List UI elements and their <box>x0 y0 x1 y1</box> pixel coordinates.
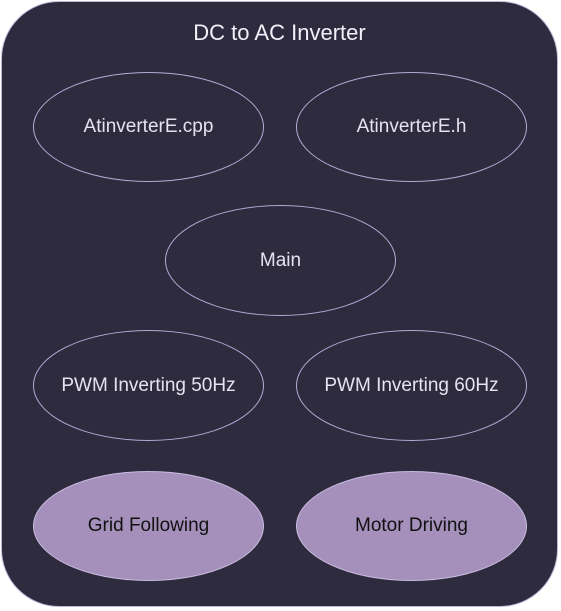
node-label: Grid Following <box>87 515 210 536</box>
node-motor-driving[interactable]: Motor Driving <box>296 471 527 581</box>
node-main[interactable]: Main <box>165 205 396 316</box>
node-label: AtinverterE.h <box>356 116 467 137</box>
node-label: Main <box>259 249 302 271</box>
node-pwm-60hz[interactable]: PWM Inverting 60Hz <box>296 330 527 441</box>
node-grid-following[interactable]: Grid Following <box>33 471 264 581</box>
node-atinvertere-h[interactable]: AtinverterE.h <box>296 72 527 182</box>
node-atinvertere-cpp[interactable]: AtinverterE.cpp <box>33 72 264 182</box>
node-label: AtinverterE.cpp <box>83 116 214 137</box>
diagram-title: DC to AC Inverter <box>193 20 366 45</box>
node-pwm-50hz[interactable]: PWM Inverting 50Hz <box>33 330 264 441</box>
node-label: Motor Driving <box>355 515 468 536</box>
node-label: PWM Inverting 50Hz <box>61 374 236 396</box>
node-label: PWM Inverting 60Hz <box>324 374 499 396</box>
